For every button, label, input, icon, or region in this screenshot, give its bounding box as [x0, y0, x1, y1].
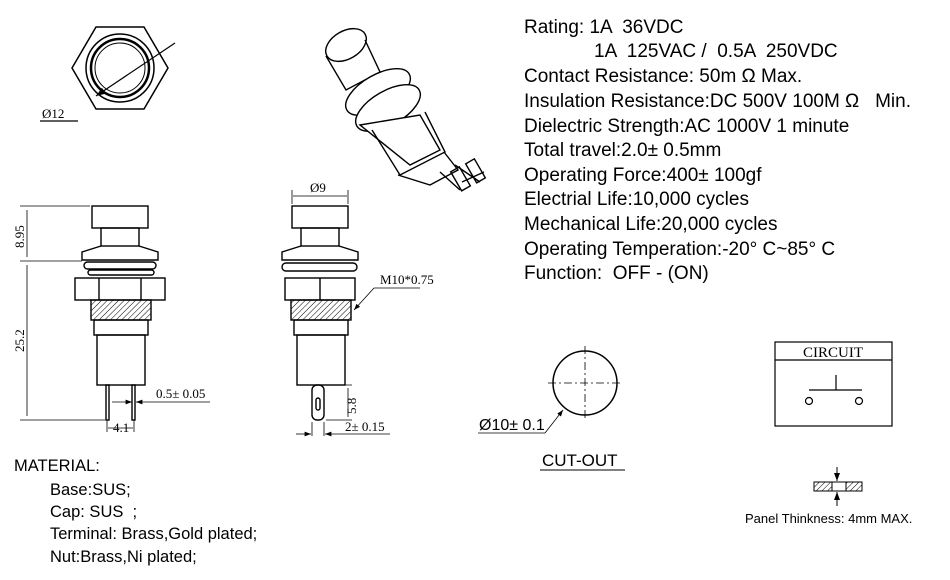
spec-line: Mechanical Life:20,000 cycles [524, 214, 778, 235]
spec-line: Function: OFF - (ON) [524, 263, 709, 284]
pin-pitch-label: 4.1 [113, 420, 129, 435]
spec-line: Total travel:2.0± 0.5mm [524, 140, 722, 161]
body-height-label: 25.2 [12, 329, 27, 352]
spec-line: Rating: 1A 36VDC [524, 17, 684, 38]
isometric-view [325, 27, 487, 192]
terminal-length-label: 5.8 [344, 398, 359, 414]
material-item: Base:SUS; [50, 481, 131, 499]
panel-thickness-drawing: Panel Thinkness: 4mm MAX. [745, 467, 912, 526]
panel-thickness-label: Panel Thinkness: 4mm MAX. [745, 511, 912, 526]
spec-line: 1A 125VAC / 0.5A 250VDC [594, 41, 838, 62]
spec-line: Electrial Life:10,000 cycles [524, 189, 749, 210]
front-view: 8.95 25.2 4.1 0.5± 0.05 [12, 205, 210, 435]
thread-label: M10*0.75 [380, 272, 434, 287]
material-item: Nut:Brass,Ni plated; [50, 548, 197, 566]
cap-height-label: 8.95 [12, 225, 27, 248]
cap-diameter-label: Ø9 [310, 180, 326, 195]
material-title: MATERIAL: [14, 457, 100, 475]
side-view: Ø9 M10*0.75 5.8 2± 0.15 [281, 180, 434, 437]
cutout-drawing: Ø10± 0.1 CUT-OUT [478, 346, 625, 471]
spec-line: Operating Temperation:-20° C~85° C [524, 239, 836, 260]
material-item: Terminal: Brass,Gold plated; [50, 525, 258, 543]
spec-line: Contact Resistance: 50m Ω Max. [524, 66, 803, 87]
cutout-diameter-label: Ø10± 0.1 [479, 417, 545, 434]
top-diameter-label: Ø12 [42, 106, 64, 121]
material-item: Cap: SUS ; [50, 503, 138, 521]
spec-line: Operating Force:400± 100gf [524, 165, 762, 186]
circuit-title: CIRCUIT [803, 345, 863, 361]
circuit-box: CIRCUIT [774, 341, 893, 427]
spec-line: Dielectric Strength:AC 1000V 1 minute [524, 116, 850, 137]
cutout-label: CUT-OUT [542, 451, 618, 470]
spec-line: Insulation Resistance:DC 500V 100M Ω Min… [524, 91, 911, 112]
top-view: Ø12 [40, 26, 176, 122]
pin-width-label: 0.5± 0.05 [156, 386, 205, 401]
terminal-width-label: 2± 0.15 [345, 419, 385, 434]
